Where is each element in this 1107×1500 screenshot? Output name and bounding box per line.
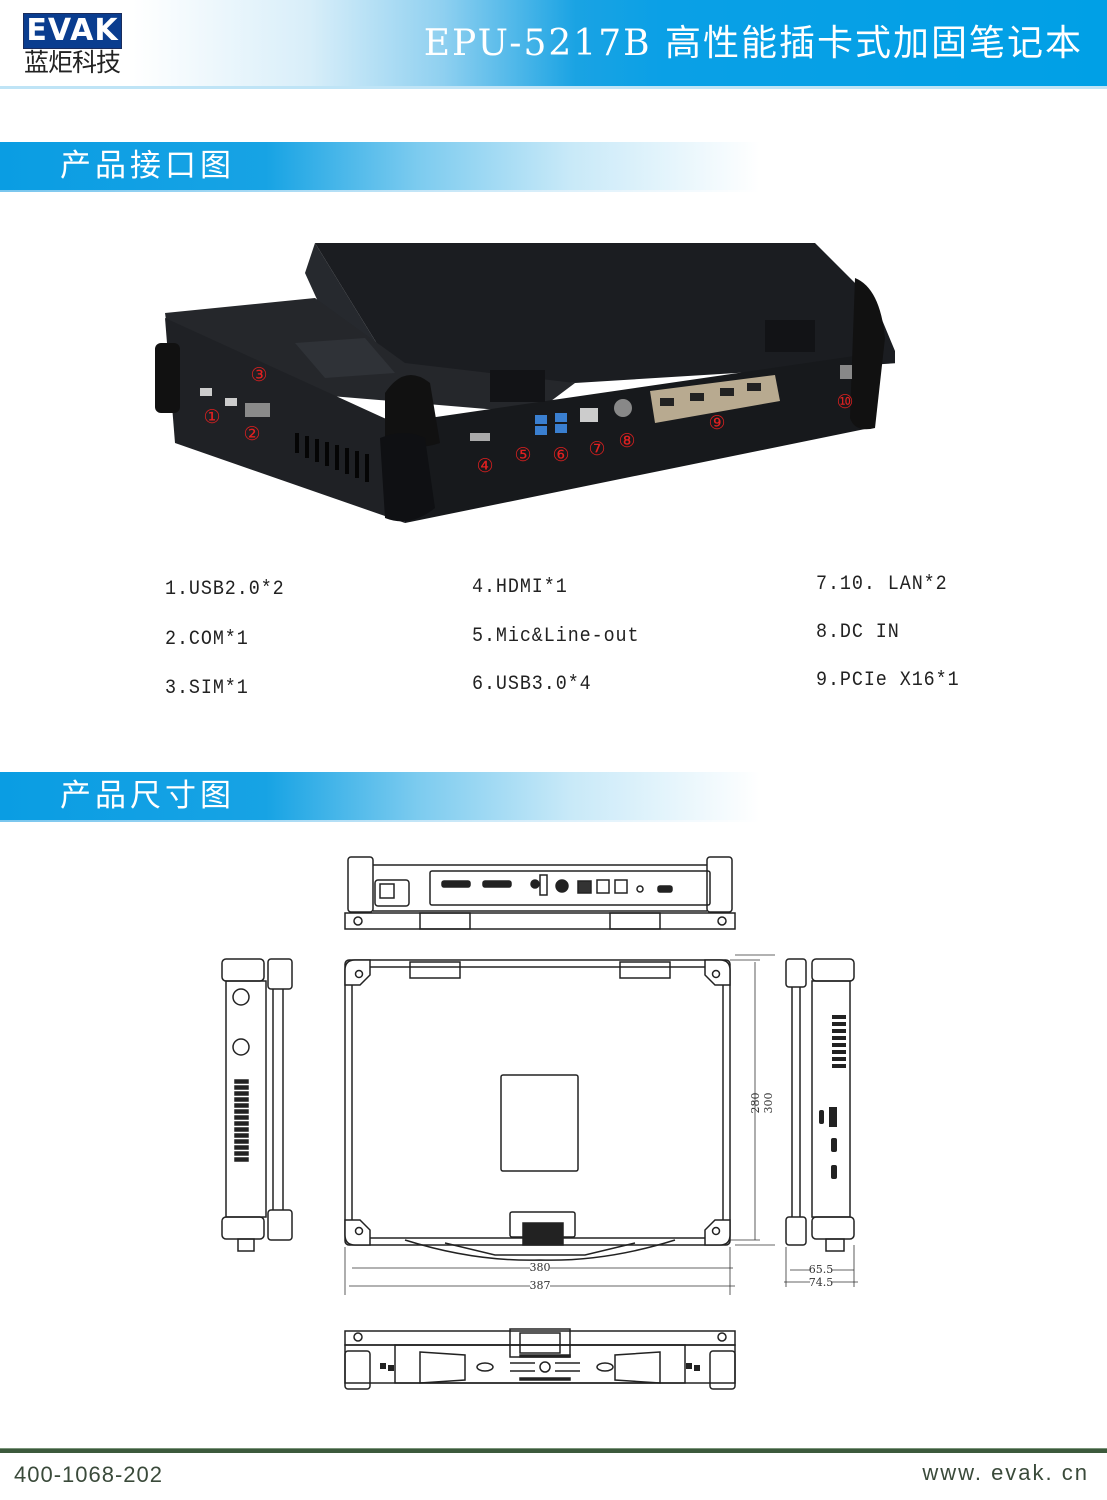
interface-item: 3.SIM*1 bbox=[165, 677, 249, 700]
interface-item: 8.DC IN bbox=[816, 621, 900, 644]
front-view-drawing bbox=[344, 1328, 736, 1390]
width-outer-dimension: 387 bbox=[530, 1279, 551, 1292]
section-banner-interfaces: 产品接口图 bbox=[0, 142, 760, 192]
top-view-drawing: 380 387 280 300 bbox=[344, 954, 775, 1295]
header-divider bbox=[0, 86, 1107, 89]
callout-2: ② bbox=[243, 423, 260, 445]
footer-divider bbox=[0, 1448, 1107, 1453]
interface-item: 1.USB2.0*2 bbox=[165, 578, 285, 601]
interface-item: 5.Mic&Line-out bbox=[472, 625, 640, 648]
callout-6: ⑥ bbox=[552, 444, 569, 466]
interface-item: 2.COM*1 bbox=[165, 628, 249, 651]
left-side-view-drawing bbox=[221, 958, 293, 1252]
depth-inner-dimension: 280 bbox=[749, 1093, 762, 1114]
section-title: 产品尺寸图 bbox=[60, 778, 235, 814]
interface-item: 4.HDMI*1 bbox=[472, 576, 568, 599]
rear-view-drawing bbox=[344, 856, 736, 930]
depth-outer-dimension: 300 bbox=[762, 1093, 775, 1114]
right-side-view-drawing: 65.5 74.5 bbox=[784, 958, 858, 1289]
height-outer-dimension: 74.5 bbox=[809, 1276, 834, 1289]
callout-1: ① bbox=[203, 406, 220, 428]
interface-item: 9.PCIe X16*1 bbox=[816, 669, 960, 692]
product-rear-photo: ① ② ③ ④ ⑤ ⑥ ⑦ ⑧ ⑨ ⑩ bbox=[155, 243, 895, 523]
height-inner-dimension: 65.5 bbox=[809, 1263, 834, 1276]
interface-item: 7.10. LAN*2 bbox=[816, 573, 948, 596]
footer-phone: 400-1068-202 bbox=[14, 1462, 164, 1487]
callout-5: ⑤ bbox=[514, 444, 531, 466]
page-title: EPU-5217B 高性能插卡式加固笔记本 bbox=[423, 23, 1083, 64]
callout-7: ⑦ bbox=[588, 438, 605, 460]
section-banner-dimensions: 产品尺寸图 bbox=[0, 772, 760, 822]
logo-chinese-name: 蓝炬科技 bbox=[24, 48, 121, 77]
width-inner-dimension: 380 bbox=[530, 1261, 551, 1274]
callout-4: ④ bbox=[476, 455, 493, 477]
footer-website: www. evak. cn bbox=[922, 1460, 1089, 1485]
callout-8: ⑧ bbox=[618, 430, 635, 452]
page-header: EVAK 蓝炬科技 EPU-5217B 高性能插卡式加固笔记本 bbox=[0, 0, 1107, 86]
brand-logo: EVAK bbox=[23, 13, 122, 49]
interface-item: 6.USB3.0*4 bbox=[472, 673, 592, 696]
callout-9: ⑨ bbox=[708, 412, 725, 434]
section-title: 产品接口图 bbox=[60, 148, 235, 184]
logo-text: EVAK bbox=[26, 13, 119, 48]
callout-10: ⑩ bbox=[836, 391, 853, 413]
callout-3: ③ bbox=[250, 364, 267, 386]
